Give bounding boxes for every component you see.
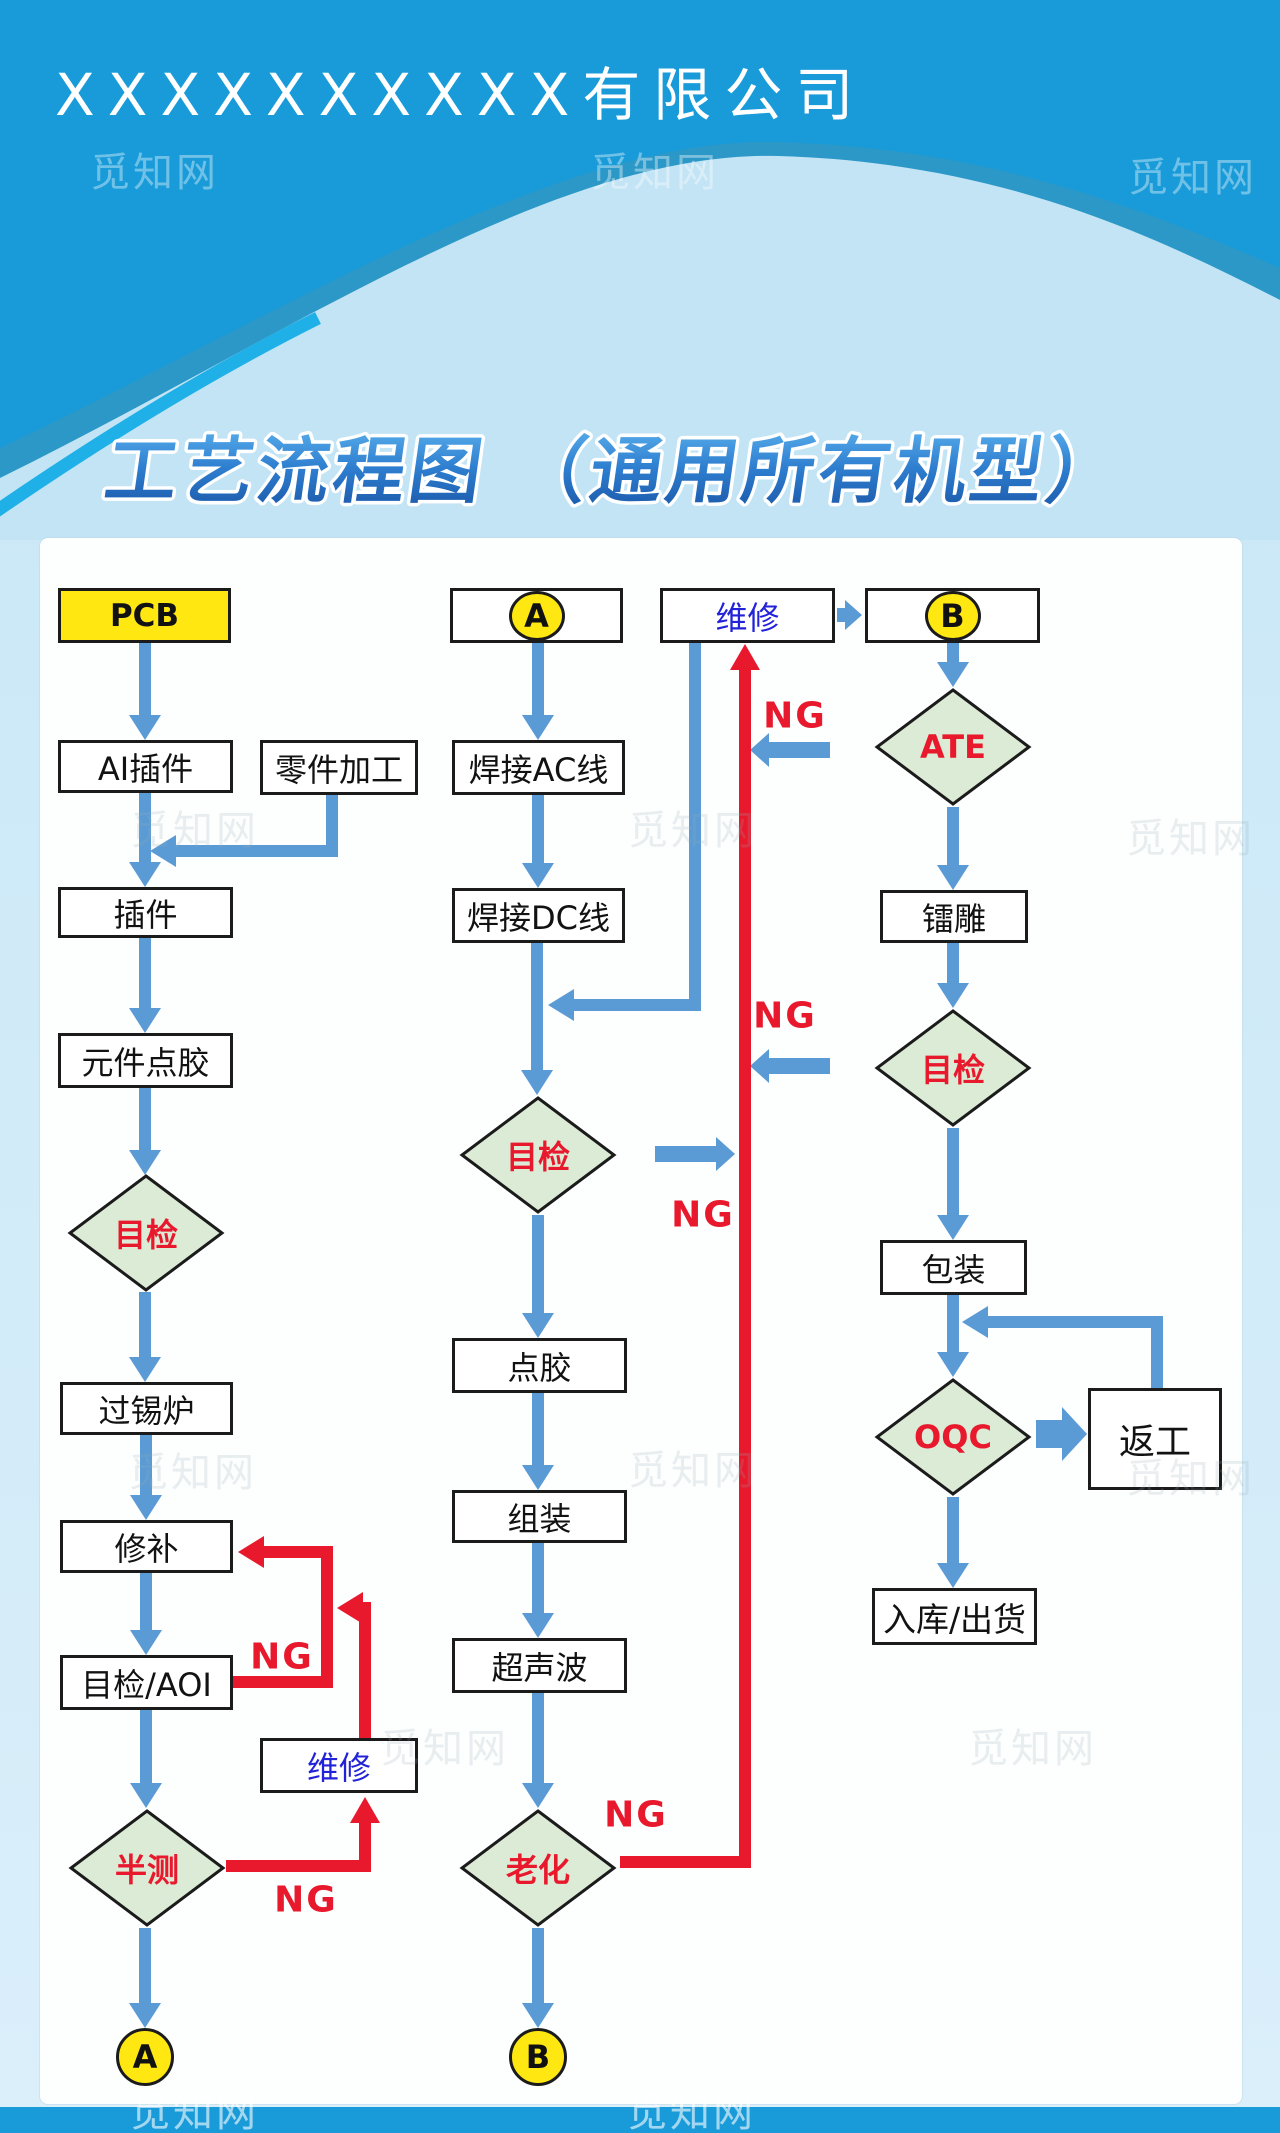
diamond-shape — [874, 1009, 1032, 1127]
red-arrowheads — [238, 644, 760, 1823]
oqc-to-rework-arrow — [1036, 1407, 1087, 1461]
repair-to-b-arrow — [837, 600, 862, 630]
node-ai-insert: AI插件 — [58, 740, 233, 793]
connector-a-start: A — [450, 588, 623, 643]
header-background: 工艺流程图 （通用所有机型） — [0, 0, 1280, 540]
node-insert: 插件 — [58, 887, 233, 938]
page-title: 工艺流程图 （通用所有机型） — [100, 430, 1129, 514]
connector-a-end: A — [116, 2028, 174, 2086]
node-glue: 点胶 — [452, 1338, 627, 1393]
footer-strip — [0, 2107, 1280, 2133]
diamond-shape — [67, 1174, 225, 1292]
connector-b-marker: B — [924, 590, 981, 641]
ng-label-visual2: NG — [671, 1194, 735, 1236]
diamond-shape — [459, 1096, 617, 1214]
semitest-ng-line — [226, 1822, 371, 1872]
node-assembly: 组装 — [452, 1490, 627, 1543]
diamond-shape — [68, 1809, 226, 1927]
node-touch-up: 修补 — [60, 1520, 233, 1573]
node-aoi-check: 目检/AOI — [60, 1655, 233, 1710]
node-pcb: PCB — [58, 588, 231, 643]
diamond-shape — [874, 1378, 1032, 1496]
decision-ate: ATE — [874, 687, 1032, 807]
decision-aging: 老化 — [459, 1808, 617, 1928]
header-band — [0, 0, 1280, 448]
node-repair-top: 维修 — [660, 588, 835, 643]
diamond-shape — [874, 688, 1032, 806]
blue-arrowheads — [129, 600, 1087, 2028]
ng-label-ate: NG — [763, 695, 827, 737]
node-repair-1: 维修 — [260, 1738, 418, 1793]
connector-a-marker: A — [508, 590, 565, 641]
decision-visual-check-2: 目检 — [459, 1095, 617, 1215]
node-part-machining: 零件加工 — [260, 740, 418, 795]
decision-visual-check-3: 目检 — [874, 1008, 1032, 1128]
node-tin-furnace: 过锡炉 — [60, 1382, 233, 1435]
ng-label-aging: NG — [604, 1794, 668, 1836]
ng-label-semi-test: NG — [274, 1879, 338, 1921]
company-name: XXXXXXXXXX有限公司 — [55, 61, 867, 129]
connector-b-start: B — [865, 588, 1040, 643]
decision-semi-test: 半测 — [68, 1808, 226, 1928]
repair1-up-loop — [359, 1602, 371, 1738]
node-packing: 包装 — [880, 1240, 1027, 1295]
blue-connectors — [139, 643, 1163, 2008]
node-component-glue: 元件点胶 — [58, 1033, 233, 1088]
decision-visual-check-1: 目检 — [67, 1173, 225, 1293]
aoi-ng-loop — [233, 1546, 333, 1688]
aging-ng-line — [620, 668, 751, 1868]
ng-arrow-ate-left — [750, 733, 830, 767]
node-rework: 返工 — [1088, 1388, 1222, 1490]
ng-label-visual3: NG — [753, 995, 817, 1037]
diamond-shape — [459, 1809, 617, 1927]
dome-shape — [0, 155, 1280, 540]
decision-oqc: OQC — [874, 1377, 1032, 1497]
node-laser-etch: 镭雕 — [880, 890, 1028, 943]
curve-accent-bright — [0, 312, 321, 517]
ng-arrow-visual2-right — [655, 1137, 735, 1171]
node-weld-ac: 焊接AC线 — [452, 740, 625, 795]
ng-arrow-visual3-left — [750, 1049, 830, 1083]
node-ultrasonic: 超声波 — [452, 1638, 627, 1693]
node-warehouse-ship: 入库/出货 — [872, 1588, 1037, 1645]
connector-b-end: B — [509, 2028, 567, 2086]
node-weld-dc: 焊接DC线 — [452, 888, 625, 943]
ng-label-aoi: NG — [250, 1636, 314, 1678]
